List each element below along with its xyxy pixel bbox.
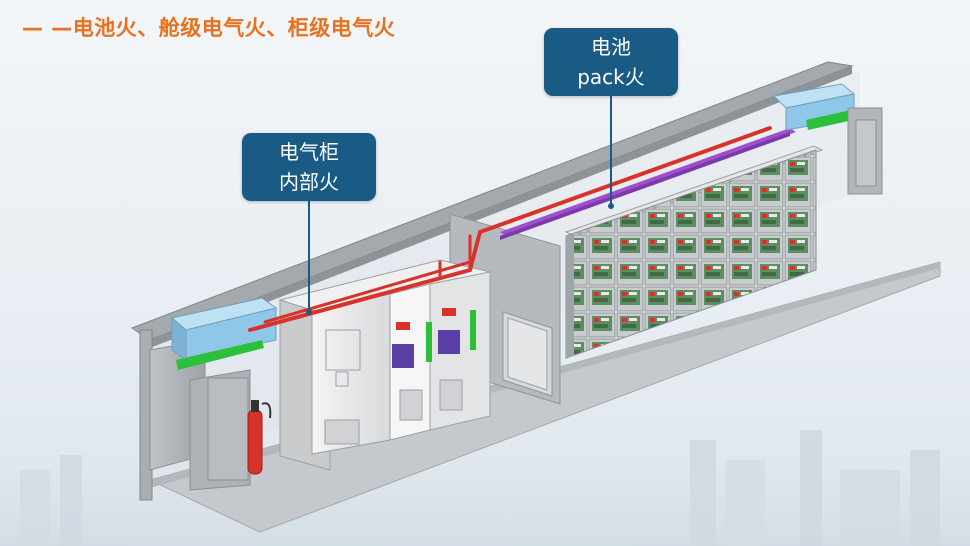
callout-line-2: pack火 (577, 65, 645, 89)
callout-line-1: 电气柜 (279, 140, 339, 164)
battery-pack-fire-callout: 电池 pack火 (544, 28, 678, 96)
left-hvac-unit (170, 297, 278, 370)
cable-tray (500, 128, 796, 240)
fire-suppression-piping (248, 126, 772, 332)
cabinet-internal-fire-callout: 电气柜 内部火 (242, 133, 376, 201)
battery-rack (564, 145, 824, 359)
slide-title: — —电池火、舱级电气火、柜级电气火 (22, 16, 396, 40)
callout-line-2: 内部火 (279, 170, 339, 194)
right-hvac-unit (772, 83, 883, 195)
left-end-frame (139, 329, 153, 501)
callout-line-1: 电池 (591, 35, 631, 59)
fire-extinguisher (247, 400, 272, 475)
